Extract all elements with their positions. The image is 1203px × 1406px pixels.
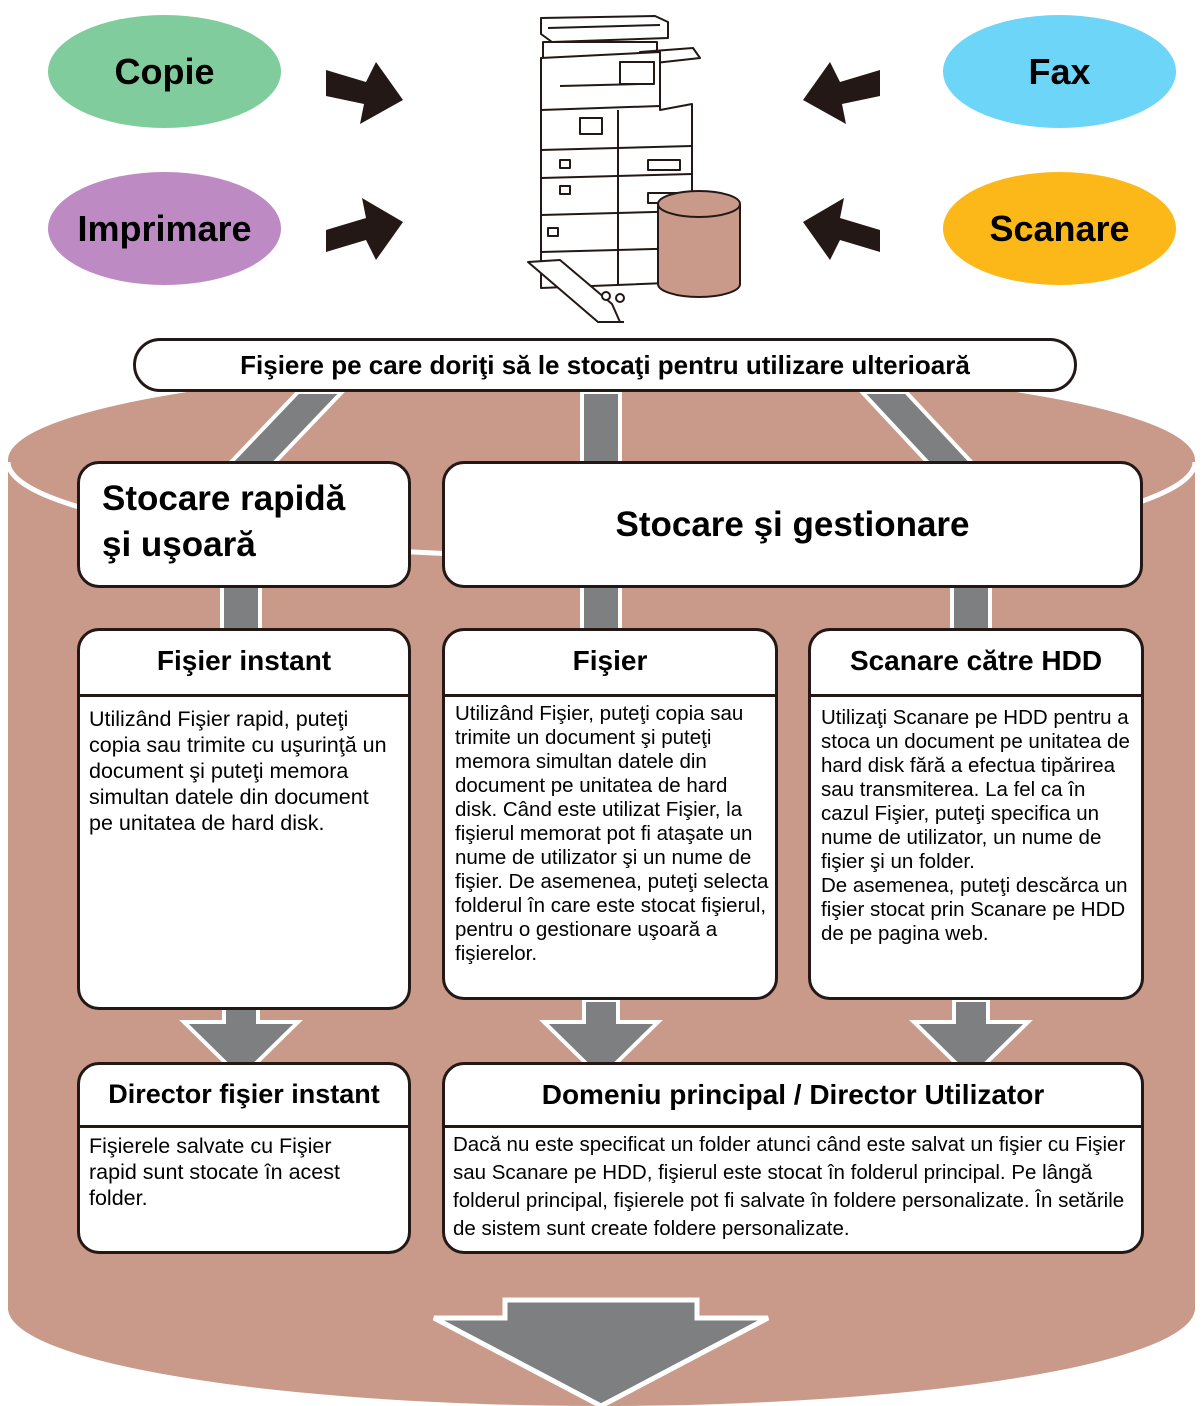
scan-to-hdd-title: Scanare către HDD bbox=[849, 645, 1103, 676]
stored-files-banner: Fişiere pe care doriţi să le stocaţi pen… bbox=[133, 338, 1077, 392]
storage-management-box: Stocare şi gestionare bbox=[442, 461, 1143, 588]
arrow-left-icon bbox=[803, 62, 880, 124]
hdd-cylinder-icon bbox=[657, 190, 741, 298]
file-description: Utilizând Fişier, puteţi copia sau trimi… bbox=[455, 702, 769, 965]
scan-to-hdd-box: Scanare către HDD Utilizaţi Scanare pe H… bbox=[808, 628, 1144, 1000]
quick-file-description: Utilizând Fişier rapid, puteţi copia sau… bbox=[89, 707, 387, 835]
scan-to-hdd-description: Utilizaţi Scanare pe HDD pentru a stoca … bbox=[821, 706, 1130, 945]
quick-file-folder-description: Fişierele salvate cu Fişier rapid sunt s… bbox=[89, 1134, 340, 1210]
quick-file-title: Fişier instant bbox=[156, 645, 332, 676]
copy-label: Copie bbox=[114, 50, 215, 92]
quick-storage-box: Stocare rapidă şi uşoară bbox=[77, 461, 411, 588]
scan-function-oval: Scanare bbox=[943, 172, 1176, 285]
file-title: Fişier bbox=[572, 645, 648, 676]
arrow-left-icon bbox=[803, 198, 880, 260]
arrow-right-icon bbox=[326, 198, 403, 260]
down-arrow-icon bbox=[539, 998, 663, 1081]
fax-function-oval: Fax bbox=[943, 15, 1176, 128]
storage-management-title: Stocare şi gestionare bbox=[615, 504, 970, 544]
scan-label: Scanare bbox=[989, 207, 1130, 249]
copy-function-oval: Copie bbox=[48, 15, 281, 128]
main-user-folder-description: Dacă nu este specificat un folder atunci… bbox=[453, 1133, 1126, 1240]
arrow-right-icon bbox=[326, 62, 403, 124]
print-function-oval: Imprimare bbox=[48, 172, 281, 285]
mfp-printer-icon bbox=[527, 15, 701, 323]
down-arrows bbox=[179, 998, 1033, 1081]
quick-file-box: Fişier instant Utilizând Fişier rapid, p… bbox=[77, 628, 411, 1010]
main-user-folder-box: Domeniu principal / Director Utilizator … bbox=[442, 1062, 1144, 1254]
fax-label: Fax bbox=[1028, 50, 1091, 92]
quick-file-folder-box: Director fişier instant Fişierele salvat… bbox=[77, 1062, 411, 1254]
banner-text: Fişiere pe care doriţi să le stocaţi pen… bbox=[240, 349, 970, 380]
big-down-arrow-icon bbox=[432, 1297, 770, 1406]
print-label: Imprimare bbox=[77, 207, 252, 249]
quick-file-folder-title: Director fişier instant bbox=[108, 1079, 380, 1109]
down-arrow-icon bbox=[909, 998, 1033, 1081]
input-arrows bbox=[326, 62, 880, 260]
quick-storage-title: Stocare rapidă şi uşoară bbox=[102, 479, 346, 564]
file-box: Fişier Utilizând Fişier, puteţi copia sa… bbox=[442, 628, 778, 1000]
main-user-folder-title: Domeniu principal / Director Utilizator bbox=[541, 1079, 1045, 1110]
